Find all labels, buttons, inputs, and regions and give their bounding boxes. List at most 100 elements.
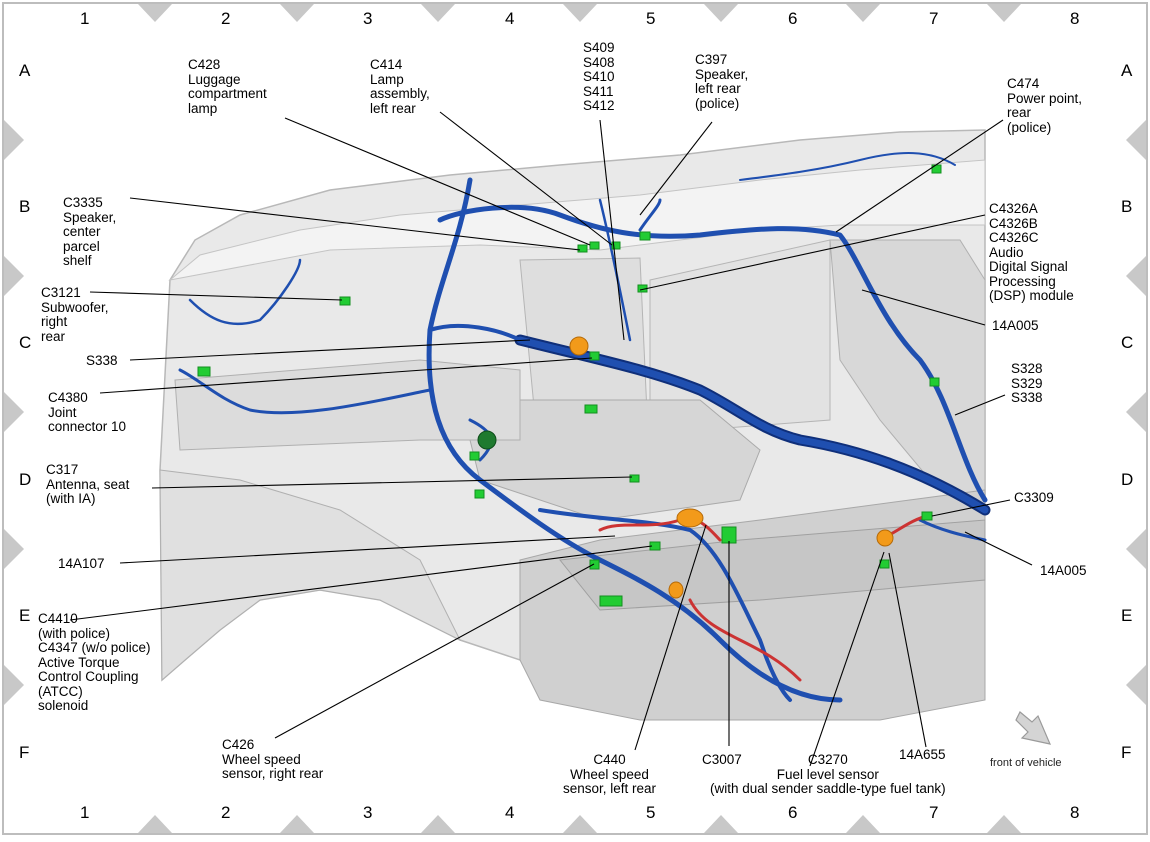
label-c440: C440 Wheel speed sensor, left rear	[563, 752, 657, 796]
bumper-harness	[178, 368, 432, 415]
leader-s338	[129, 339, 531, 361]
grid-row-b-right: B	[1121, 197, 1133, 216]
grid-row-a-right: A	[1121, 61, 1133, 80]
grid-col-4-bottom: 4	[505, 803, 515, 822]
leader-c414	[439, 111, 613, 246]
grid-row-f-left: F	[19, 743, 30, 762]
grid-marker-top-4	[563, 4, 597, 22]
leader-c4380	[99, 357, 593, 394]
label-c3007: C3007	[702, 752, 742, 767]
label-14a005-lower: 14A005	[1040, 563, 1087, 578]
connector-bracket	[584, 404, 598, 414]
splice-atcc	[668, 581, 684, 599]
grid-col-5-top: 5	[646, 9, 656, 28]
grid-col-1-bottom: 1	[80, 803, 90, 822]
connector-c426	[589, 559, 600, 570]
grid-marker-bottom-7	[987, 815, 1021, 833]
floor-harness	[538, 508, 792, 702]
grid-marker-top-6	[846, 4, 880, 22]
grid-marker-left-3	[4, 392, 24, 432]
label-c474: C474 Power point, rear (police)	[1007, 76, 1083, 135]
grid-col-3-bottom: 3	[363, 803, 373, 822]
subwoofer-branch	[188, 258, 302, 326]
main-harness	[516, 336, 989, 514]
grid-col-3-top: 3	[363, 9, 373, 28]
grid-row-b-left: B	[19, 197, 31, 216]
grid-col-2-bottom: 2	[221, 803, 231, 822]
grid-col-2-top: 2	[221, 9, 231, 28]
grid-marker-bottom-1	[138, 815, 172, 833]
label-c4326: C4326A C4326B C4326C Audio Digital Signa…	[989, 201, 1074, 303]
grid-marker-left-2	[4, 256, 24, 296]
label-c317: C317 Antenna, seat (with IA)	[46, 462, 130, 506]
leader-c3270	[809, 551, 885, 767]
label-s328: S328 S329 S338	[1011, 361, 1043, 405]
leader-s409	[599, 119, 625, 341]
connector-c397	[639, 231, 651, 241]
label-c426: C426 Wheel speed sensor, right rear	[222, 737, 324, 781]
connector-floor	[474, 489, 485, 499]
grid-col-8-top: 8	[1070, 9, 1080, 28]
grid-marker-bottom-5	[704, 815, 738, 833]
grid-row-e-left: E	[19, 606, 31, 625]
leader-14a107	[119, 535, 616, 564]
connector-antenna	[469, 451, 480, 461]
label-s338: S338	[86, 353, 118, 368]
grid-row-c-left: C	[19, 333, 32, 352]
rear-wheel-arch	[159, 469, 462, 682]
label-c414: C414 Lamp assembly, left rear	[370, 57, 430, 116]
grid-markers	[4, 4, 1146, 833]
connector-bumper	[197, 366, 211, 377]
left-harness	[426, 177, 843, 703]
label-s409: S409 S408 S410 S411 S412	[583, 40, 615, 113]
leader-c440	[634, 524, 707, 751]
grid-marker-right-2	[1126, 256, 1146, 296]
grid-col-7-top: 7	[929, 9, 939, 28]
front-of-vehicle-label: front of vehicle	[990, 757, 1062, 769]
grid-col-6-top: 6	[788, 9, 798, 28]
label-14a655: 14A655	[899, 747, 946, 762]
leader-c4326	[639, 214, 986, 291]
label-c397: C397 Speaker, left rear (police)	[695, 52, 749, 111]
leader-c317	[151, 476, 633, 489]
grid-marker-bottom-6	[846, 815, 880, 833]
connector-c4380	[589, 351, 600, 361]
connector-c428	[589, 241, 600, 250]
grid-marker-right-5	[1126, 665, 1146, 705]
connectors	[197, 164, 942, 607]
ground-stud	[477, 430, 497, 450]
grid-col-5-bottom: 5	[646, 803, 656, 822]
leader-c3309	[931, 499, 1011, 517]
grid-col-7-bottom: 7	[929, 803, 939, 822]
red-wire-atcc	[688, 598, 802, 682]
leader-c3121	[89, 291, 343, 301]
connector-c3335	[577, 244, 588, 253]
connector-s328	[929, 377, 940, 387]
connector-c317	[629, 474, 640, 483]
label-c3270: C3270 Fuel level sensor (with dual sende…	[710, 752, 946, 796]
grid-col-4-top: 4	[505, 9, 515, 28]
label-14a107: 14A107	[58, 556, 105, 571]
leader-c426	[274, 563, 595, 739]
connector-c3007	[721, 526, 737, 544]
grid-row-c-right: C	[1121, 333, 1134, 352]
grid-row-d-left: D	[19, 470, 32, 489]
grid-row-a-left: A	[19, 61, 31, 80]
grid-marker-right-3	[1126, 392, 1146, 432]
grid-col-6-bottom: 6	[788, 803, 798, 822]
grid-marker-top-2	[280, 4, 314, 22]
grid-marker-bottom-2	[280, 815, 314, 833]
branch-s338	[428, 323, 522, 342]
label-c428: C428 Luggage compartment lamp	[188, 57, 267, 116]
label-c3121: C3121 Subwoofer, right rear	[41, 285, 109, 344]
connector-c414	[611, 241, 621, 250]
connector-c3121	[339, 296, 351, 306]
grid-marker-left-5	[4, 665, 24, 705]
grid-marker-top-7	[987, 4, 1021, 22]
grid-col-8-bottom: 8	[1070, 803, 1080, 822]
grid-row-d-right: D	[1121, 470, 1134, 489]
grid-row-f-right: F	[1121, 743, 1132, 762]
leader-c474	[835, 119, 1004, 233]
